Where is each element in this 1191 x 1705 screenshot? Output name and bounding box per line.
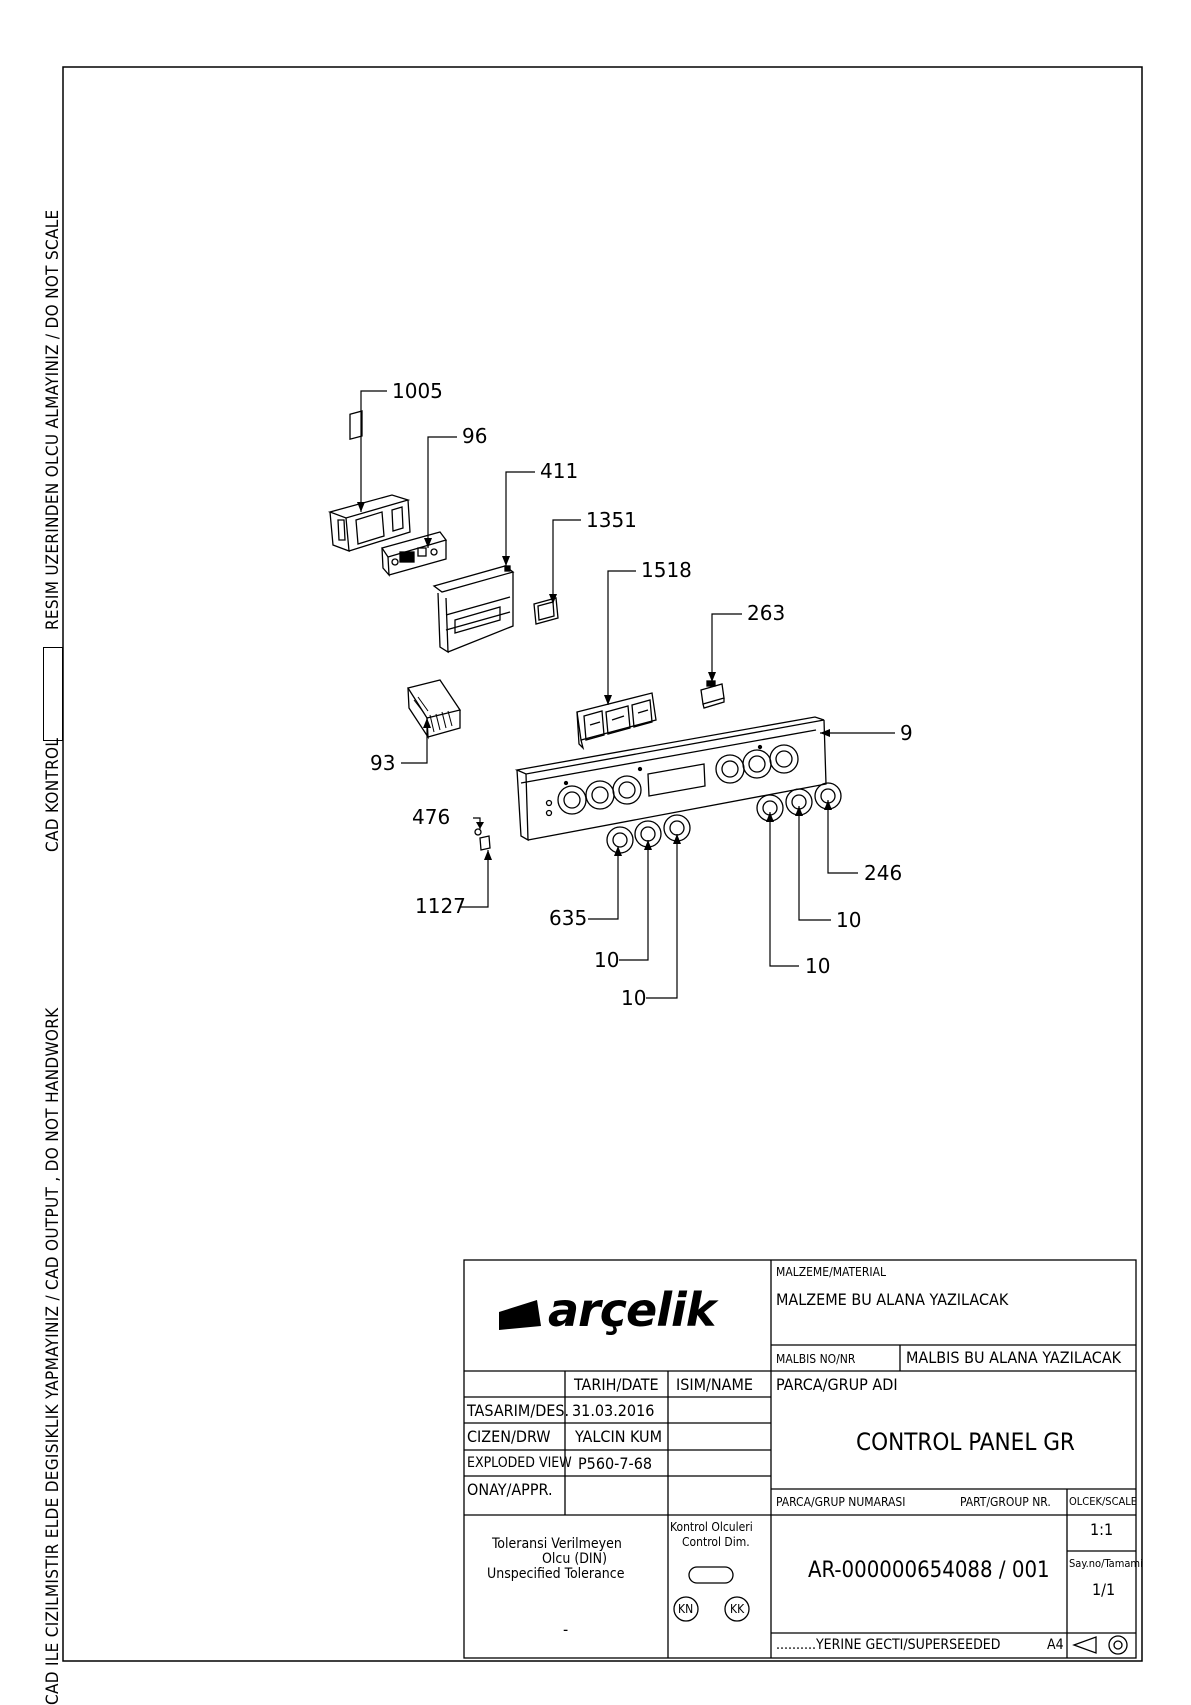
part-name-header: PARCA/GRUP ADI [776,1375,898,1394]
leader-arrows [357,502,832,860]
leader-lines [360,390,895,999]
part-name: CONTROL PANEL GR [856,1428,1075,1456]
callout-10-b: 10 [621,986,646,1010]
superseded-label: ..........YERINE GECTI/SUPERSEEDED [776,1637,1001,1653]
material-header: MALZEME/MATERIAL [776,1265,886,1279]
callout-10-a: 10 [594,948,619,972]
part-476-1127-lamp [474,828,491,851]
row-exploded-value: P560-7-68 [578,1454,653,1473]
part-263-switch [700,680,725,709]
callout-411: 411 [540,459,578,483]
material-value: MALZEME BU ALANA YAZILACAK [776,1290,1009,1309]
arcelik-logo-icon [497,1300,543,1334]
callout-10-d: 10 [805,954,830,978]
part-1351-pad [533,597,559,625]
callout-9: 9 [900,721,913,745]
part-no-header-en: PART/GROUP NR. [960,1495,1051,1509]
row-design-label: TASARIM/DES. [467,1401,570,1420]
callout-246: 246 [864,861,902,885]
drawing-frame [62,66,1143,1662]
callout-96: 96 [462,424,487,448]
callout-10-c: 10 [836,908,861,932]
callout-635: 635 [549,906,587,930]
scale-header: OLCEK/SCALE [1069,1495,1138,1508]
name-header: ISIM/NAME [676,1375,754,1394]
part-96-board [380,531,448,577]
sheet-header: Say.no/Tamami [1069,1557,1143,1570]
part-93-connector [406,679,462,740]
row-design-value: 31.03.2016 [572,1401,655,1420]
callout-476: 476 [412,805,450,829]
tolerance-value: - [563,1620,569,1639]
control-dim-line-2: Control Dim. [682,1535,750,1549]
row-drawn-label: CIZEN/DRW [467,1427,551,1446]
tolerance-line-3: Unspecified Tolerance [487,1566,625,1582]
part-no-header-tr: PARCA/GRUP NUMARASI [776,1495,906,1509]
malbis-header: MALBIS NO/NR [776,1352,856,1366]
date-header: TARIH/DATE [574,1375,659,1394]
row-approval-label: ONAY/APPR. [467,1480,553,1499]
callout-93: 93 [370,751,395,775]
part-1005-bracket [327,410,411,552]
kk-label: KK [730,1602,745,1616]
title-block-grid [463,1259,1137,1659]
scale-value: 1:1 [1090,1520,1114,1539]
part-number: AR-000000654088 / 001 [808,1558,1050,1583]
sheet-value: 1/1 [1092,1580,1116,1599]
callout-labels: 1005 96 411 1351 1518 263 9 93 476 1127 … [370,379,913,1010]
row-exploded-label: EXPLODED VIEW [467,1455,572,1471]
paper-size: A4 [1047,1637,1064,1653]
arcelik-logo-text: arçelik [548,1283,716,1337]
part-1518-cover [576,692,657,751]
part-9-panel [514,716,827,842]
callout-1127: 1127 [415,894,466,918]
tolerance-line-1: Toleransi Verilmeyen [492,1536,622,1552]
tolerance-line-2: Olcu (DIN) [542,1551,607,1567]
callout-1005: 1005 [392,379,443,403]
malbis-value: MALBIS BU ALANA YAZILACAK [906,1348,1122,1367]
kn-label: KN [678,1602,694,1616]
part-411-frame [432,565,515,654]
callout-1351: 1351 [586,508,637,532]
callout-263: 263 [747,601,785,625]
exploded-parts [327,410,842,854]
row-drawn-value: YALCIN KUM [575,1427,663,1446]
control-dim-line-1: Kontrol Olculeri [670,1520,753,1534]
callout-1518: 1518 [641,558,692,582]
